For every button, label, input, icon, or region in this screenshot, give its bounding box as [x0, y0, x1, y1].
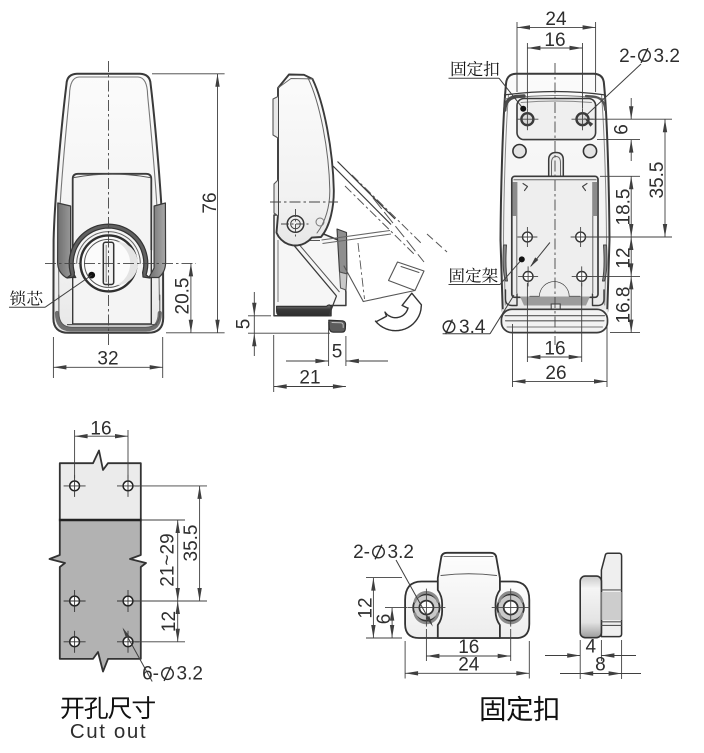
svg-text:Cut out: Cut out: [70, 720, 147, 743]
svg-text:24: 24: [545, 9, 567, 30]
svg-text:3.2: 3.2: [388, 542, 414, 563]
svg-text:5: 5: [234, 319, 255, 330]
svg-text:16: 16: [544, 339, 565, 360]
svg-text:3.2: 3.2: [177, 664, 203, 685]
svg-text:32: 32: [97, 349, 118, 370]
svg-text:35.5: 35.5: [647, 162, 668, 199]
svg-text:76: 76: [200, 192, 221, 213]
svg-text:12: 12: [356, 597, 377, 618]
svg-text:20.5: 20.5: [173, 278, 194, 315]
svg-text:26: 26: [545, 363, 566, 384]
svg-text:35.5: 35.5: [181, 525, 202, 562]
svg-text:16: 16: [544, 30, 565, 51]
svg-text:6: 6: [374, 614, 395, 625]
svg-text:2-: 2-: [353, 542, 370, 563]
svg-text:16: 16: [90, 418, 111, 439]
svg-text:6: 6: [612, 124, 633, 135]
svg-text:2-: 2-: [619, 46, 636, 67]
svg-text:21~29: 21~29: [157, 533, 178, 586]
svg-text:12: 12: [159, 611, 180, 632]
svg-text:16.8: 16.8: [614, 287, 635, 324]
svg-text:4: 4: [586, 637, 597, 658]
svg-text:8: 8: [595, 655, 606, 676]
svg-text:12: 12: [614, 247, 635, 268]
svg-text:21: 21: [299, 368, 320, 389]
svg-text:6-: 6-: [142, 664, 159, 685]
svg-text:3.2: 3.2: [654, 46, 680, 67]
svg-text:16: 16: [458, 637, 479, 658]
svg-text:24: 24: [458, 655, 480, 676]
svg-text:18.5: 18.5: [614, 189, 635, 226]
svg-text:5: 5: [332, 342, 343, 363]
svg-text:3.4: 3.4: [459, 317, 486, 338]
